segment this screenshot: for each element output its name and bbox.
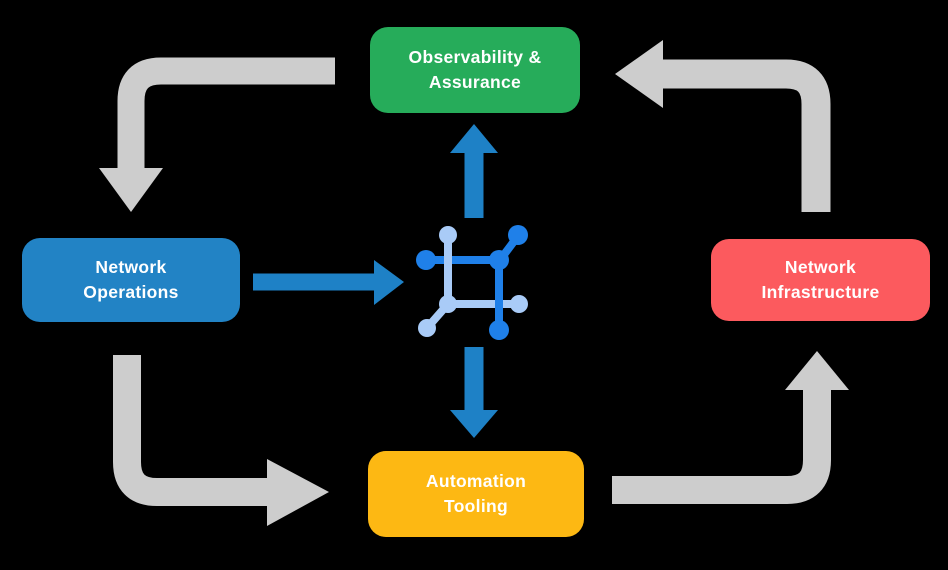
node-label-line: Assurance <box>428 72 522 92</box>
arrow-infrastructure-to-observability <box>615 40 831 212</box>
arrow-automation-to-infrastructure <box>612 351 849 504</box>
node-label-line: Operations <box>83 282 179 302</box>
node-label-line: Network <box>95 257 167 277</box>
arrow-operations-to-automation <box>113 355 329 526</box>
node-network-infrastructure[interactable]: Network Infrastructure <box>711 239 930 321</box>
arrow-operations-to-center <box>253 260 404 305</box>
node-label-line: Network <box>784 257 857 277</box>
node-label-line: Automation <box>425 471 527 491</box>
network-mesh-icon <box>416 225 528 340</box>
node-network-operations[interactable]: Network Operations <box>22 238 240 322</box>
arrow-center-to-observability <box>450 124 498 218</box>
node-label-line: Observability & <box>408 47 542 67</box>
node-label-line: Infrastructure <box>761 282 880 302</box>
arrow-center-to-automation <box>450 347 498 438</box>
node-label-line: Tooling <box>444 496 508 516</box>
node-automation-tooling[interactable]: Automation Tooling <box>368 451 584 537</box>
node-observability-assurance[interactable]: Observability & Assurance <box>370 27 580 113</box>
arrow-observability-to-operations <box>99 57 335 212</box>
